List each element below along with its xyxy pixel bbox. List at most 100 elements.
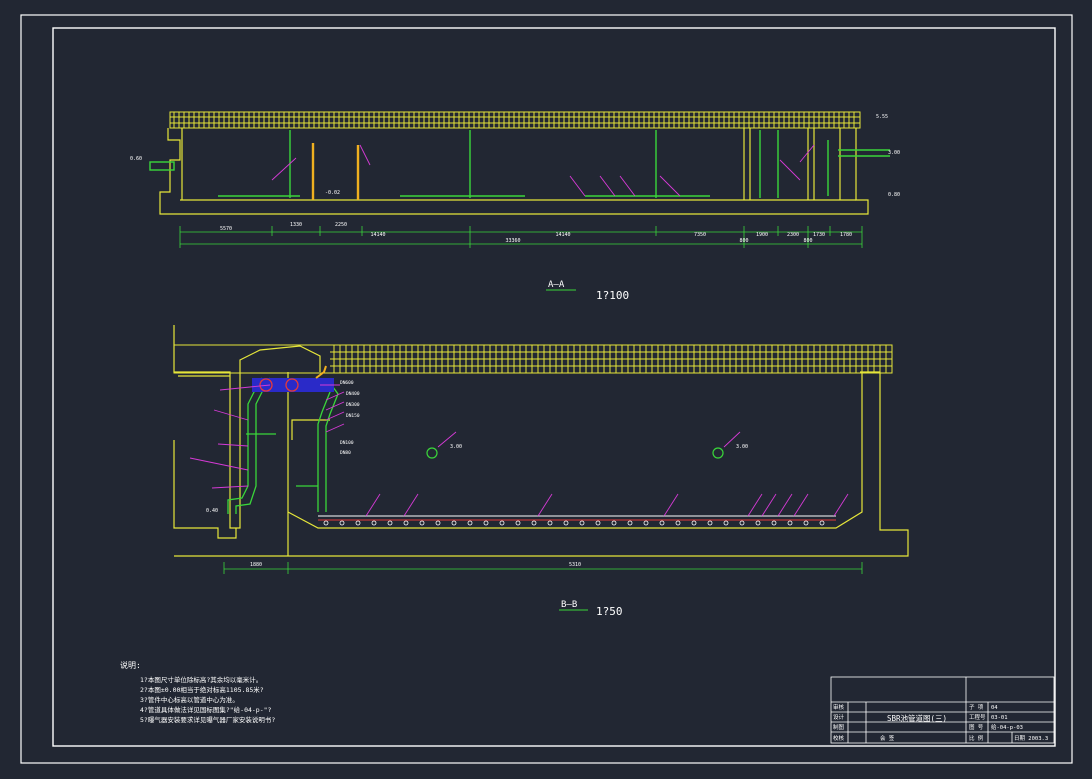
aa-level-5: -0.02 (325, 190, 340, 196)
diffuser-head (611, 520, 617, 526)
diffuser-head (467, 520, 473, 526)
aa-green-pipes (149, 130, 890, 198)
diffuser-head (323, 520, 329, 526)
diffuser-head (435, 520, 441, 526)
diffuser-head (339, 520, 345, 526)
bb-level-2: 3.00 (736, 444, 748, 450)
aa-dim-4: 14140 (370, 232, 385, 238)
aa-dim-7: 1900 (756, 232, 768, 238)
bb-orange-elbow (315, 365, 327, 379)
bb-tank-structure (173, 325, 909, 557)
bb-blue-header (252, 378, 334, 392)
bb-dim-1: 1880 (250, 562, 262, 568)
section-bb: 1880 5310 3.00 3.00 0.40 DN600 DN400 DN3… (173, 325, 909, 618)
diffuser-head (739, 520, 745, 526)
diffuser-head (499, 520, 505, 526)
aa-level-4: 0.80 (888, 192, 900, 198)
diffuser-head (563, 520, 569, 526)
diffuser-head (643, 520, 649, 526)
aa-dim-3: 2250 (335, 222, 347, 228)
tb-row2-value: 03-01 (991, 715, 1008, 721)
bb-label-6: DN80 (340, 450, 351, 456)
aa-dim-10: 1780 (840, 232, 852, 238)
bb-pipe-labels: DN600 DN400 DN300 DN150 DN100 DN80 (340, 380, 360, 456)
aa-dim-total: 33360 (505, 238, 520, 244)
diffuser-head (419, 520, 425, 526)
bb-monitor-circle-left (426, 447, 438, 459)
bb-level-marks: 3.00 3.00 0.40 (206, 444, 748, 514)
title-block (830, 676, 1055, 744)
aa-dim-8: 2300 (787, 232, 799, 238)
diffuser-head (771, 520, 777, 526)
aa-dim-1: 5570 (220, 226, 232, 232)
bb-leader-lines (189, 384, 849, 517)
aa-dimension-texts: 5570 1330 2250 14140 14140 7350 1900 230… (220, 222, 852, 244)
bb-level-1: 3.00 (450, 444, 462, 450)
aa-level-2: 5.55 (876, 114, 888, 120)
aa-yellow-risers (311, 143, 360, 200)
title-block-texts: SBR池管道图(三) 审核 设计 制图 校核 子 项 工程号 图 号 比 例 0… (833, 703, 1048, 742)
bb-pipe-circle-1 (259, 378, 273, 392)
bb-label-1: DN600 (340, 380, 354, 386)
tb-row4-value: 日期 2003.3 (1014, 735, 1048, 742)
aa-dim-2: 1330 (290, 222, 302, 228)
aa-level-3: 3.00 (888, 150, 900, 156)
bb-pipe-circle-2 (285, 378, 299, 392)
tb-row1-label: 审核 (833, 703, 845, 711)
aa-dimension-line (179, 226, 863, 248)
note-4: 4?管道具体做法详见国标图集?"给-04-p-"? (140, 705, 272, 714)
diffuser-head (387, 520, 393, 526)
diffuser-head (723, 520, 729, 526)
tb-row2-field: 工程号 (969, 713, 986, 721)
bb-aeration-grid (318, 515, 836, 526)
diffuser-head (675, 520, 681, 526)
aa-walkway-grating (169, 111, 861, 129)
diffuser-head (515, 520, 521, 526)
diffuser-head (403, 520, 409, 526)
tb-row4-field: 比 例 (969, 734, 984, 742)
outer-frame (20, 14, 1073, 764)
diffuser-head (819, 520, 825, 526)
note-3: 3?管件中心标高以管道中心为准。 (140, 695, 239, 704)
tb-drawing-name: SBR池管道图(三) (887, 713, 947, 723)
aa-dim-11: 800 (739, 238, 748, 244)
tb-row1-value: 04 (991, 705, 998, 711)
aa-section-title: A—A (548, 280, 565, 290)
tb-row3-label: 制图 (833, 723, 845, 731)
diffuser-head (755, 520, 761, 526)
bb-dim-2: 5310 (569, 562, 581, 568)
aa-dim-9: 1730 (813, 232, 825, 238)
diffuser-head (627, 520, 633, 526)
bb-monitor-circle-right (712, 447, 724, 459)
aa-section-scale: 1?100 (596, 289, 629, 302)
tb-row4-label: 校核 (833, 734, 845, 742)
diffuser-head (595, 520, 601, 526)
diffuser-head (691, 520, 697, 526)
bb-label-4: DN150 (346, 413, 360, 419)
diffuser-head (531, 520, 537, 526)
diffuser-head (579, 520, 585, 526)
note-2: 2?本图±0.00相当于绝对标高1105.85米? (140, 685, 264, 694)
diffuser-head (483, 520, 489, 526)
tb-row1-field: 子 项 (969, 704, 984, 711)
bb-label-3: DN300 (346, 402, 360, 408)
aa-tank-structure (159, 128, 869, 215)
note-5: 5?曝气器安装要求详见曝气器厂家安装说明书? (140, 715, 275, 724)
diffuser-head (787, 520, 793, 526)
diffuser-head (451, 520, 457, 526)
aa-level-marks: 0.60 5.55 3.00 0.80 -0.02 (130, 114, 900, 198)
bb-label-2: DN400 (346, 391, 360, 397)
note-1: 1?本图尺寸单位除标高?其余均以毫米计。 (140, 675, 262, 684)
notes-heading: 说明: (120, 660, 141, 670)
bb-level-3: 0.40 (206, 508, 218, 514)
aa-dim-5: 14140 (555, 232, 570, 238)
aa-dim-12: 800 (803, 238, 812, 244)
bb-walkway-grating (173, 344, 893, 374)
aa-leader-lines (271, 144, 815, 197)
notes: 说明: 1?本图尺寸单位除标高?其余均以毫米计。 2?本图±0.00相当于绝对标… (120, 660, 275, 724)
diffuser-head (547, 520, 553, 526)
tb-row3-field: 图 号 (969, 723, 984, 731)
aa-level-1: 0.60 (130, 156, 142, 162)
tb-row2-label: 设计 (833, 713, 845, 721)
